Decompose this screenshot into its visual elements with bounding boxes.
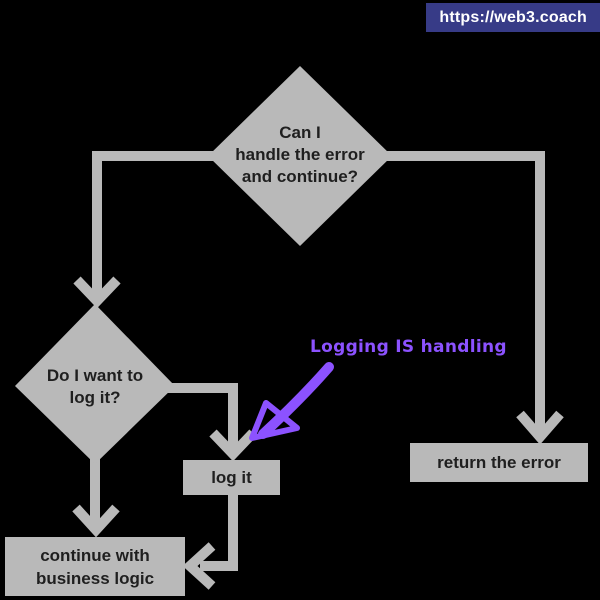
arrowhead-down-to-continue-box xyxy=(72,504,120,538)
connector-right-branch xyxy=(380,151,545,431)
site-badge-url: https://web3.coach xyxy=(439,8,587,26)
arrowhead-left-to-continue-box xyxy=(182,542,216,590)
decision-handle-line1: Can I xyxy=(279,123,321,142)
process-box-return-error: return the error xyxy=(410,443,588,482)
return-error-label: return the error xyxy=(437,453,561,472)
arrowhead-down-to-log-box xyxy=(209,429,257,462)
log-it-label: log it xyxy=(211,468,252,487)
annotation-logging-is-handling: Logging IS handling xyxy=(310,337,507,357)
decision-handle-error-label: Can I handle the error and continue? xyxy=(205,122,395,188)
decision-want-to-log-label: Do I want to log it? xyxy=(15,365,175,409)
decision-diamond-want-to-log xyxy=(15,304,175,464)
decision-log-line2: log it? xyxy=(69,388,121,407)
continue-line2: business logic xyxy=(35,568,155,588)
decision-handle-line3: and continue? xyxy=(241,167,359,186)
connector-log-decision-to-log-box xyxy=(160,383,238,449)
decision-log-line1: Do I want to xyxy=(46,366,144,385)
continue-label: continue with business logic xyxy=(5,544,185,590)
process-box-log-it: log it xyxy=(183,460,280,495)
annotation-arrow-shaft xyxy=(258,362,334,439)
process-box-continue-business-logic: continue with business logic xyxy=(5,537,185,596)
annotation-arrow-head xyxy=(249,400,300,441)
decision-diamond-handle-error xyxy=(208,66,392,246)
connector-log-box-to-continue xyxy=(200,495,238,571)
site-badge: https://web3.coach xyxy=(426,3,600,32)
arrowhead-down-to-log-decision xyxy=(73,276,121,309)
arrowhead-down-to-return-box xyxy=(516,410,564,445)
connector-left-branch xyxy=(92,151,220,297)
continue-line1: continue with xyxy=(40,545,150,565)
decision-handle-line2: handle the error xyxy=(235,145,365,164)
annotation-text: Logging IS handling xyxy=(310,337,507,357)
